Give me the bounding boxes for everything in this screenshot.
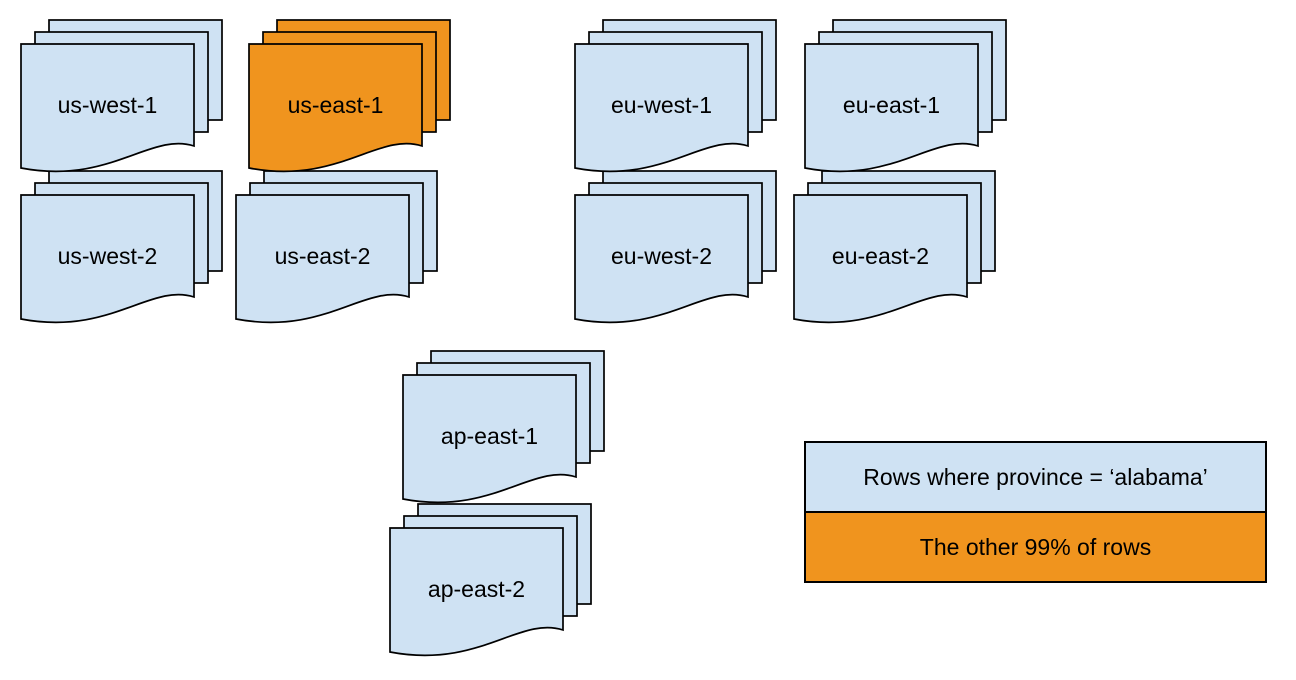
legend: Rows where province = ‘alabama’ The othe… bbox=[804, 441, 1267, 583]
legend-row-other-rows: The other 99% of rows bbox=[806, 511, 1265, 581]
document-stack-icon bbox=[574, 19, 777, 173]
stack-label: eu-east-2 bbox=[831, 243, 930, 269]
stack-label: eu-west-1 bbox=[611, 92, 712, 118]
document-stack-eu-east-2: eu-east-2 bbox=[793, 170, 996, 326]
stack-label: eu-east-1 bbox=[842, 92, 941, 118]
page-front bbox=[20, 43, 195, 173]
document-stack-icon bbox=[574, 170, 777, 324]
document-stack-icon bbox=[235, 170, 438, 324]
stack-label: us-west-2 bbox=[57, 243, 158, 269]
document-stack-ap-east-1: ap-east-1 bbox=[402, 350, 605, 506]
document-stack-icon bbox=[793, 170, 996, 324]
document-stack-eu-west-2: eu-west-2 bbox=[574, 170, 777, 326]
document-stack-icon bbox=[20, 170, 223, 324]
page-front bbox=[574, 194, 749, 324]
stack-label: us-east-1 bbox=[287, 92, 384, 118]
page-front bbox=[804, 43, 979, 173]
document-stack-us-east-2: us-east-2 bbox=[235, 170, 438, 326]
document-stack-icon bbox=[402, 350, 605, 504]
document-stack-ap-east-2: ap-east-2 bbox=[389, 503, 592, 659]
stack-label: eu-west-2 bbox=[611, 243, 712, 269]
legend-row-alabama: Rows where province = ‘alabama’ bbox=[806, 443, 1265, 511]
page-front bbox=[402, 374, 577, 504]
stack-label: ap-east-2 bbox=[427, 576, 526, 602]
document-stack-icon bbox=[248, 19, 451, 173]
stack-label: us-east-2 bbox=[274, 243, 371, 269]
document-stack-us-west-1: us-west-1 bbox=[20, 19, 223, 175]
page-front bbox=[20, 194, 195, 324]
document-stack-eu-east-1: eu-east-1 bbox=[804, 19, 1007, 175]
document-stack-icon bbox=[804, 19, 1007, 173]
page-front bbox=[793, 194, 968, 324]
legend-label-alabama: Rows where province = ‘alabama’ bbox=[863, 463, 1208, 490]
document-stack-eu-west-1: eu-west-1 bbox=[574, 19, 777, 175]
page-front bbox=[574, 43, 749, 173]
document-stack-icon bbox=[389, 503, 592, 657]
document-stack-us-east-1: us-east-1 bbox=[248, 19, 451, 175]
document-stack-icon bbox=[20, 19, 223, 173]
page-front bbox=[389, 527, 564, 657]
document-stack-us-west-2: us-west-2 bbox=[20, 170, 223, 326]
page-front bbox=[235, 194, 410, 324]
stack-label: us-west-1 bbox=[57, 92, 158, 118]
legend-label-other-rows: The other 99% of rows bbox=[919, 533, 1152, 560]
stack-label: ap-east-1 bbox=[440, 423, 539, 449]
page-front bbox=[248, 43, 423, 173]
